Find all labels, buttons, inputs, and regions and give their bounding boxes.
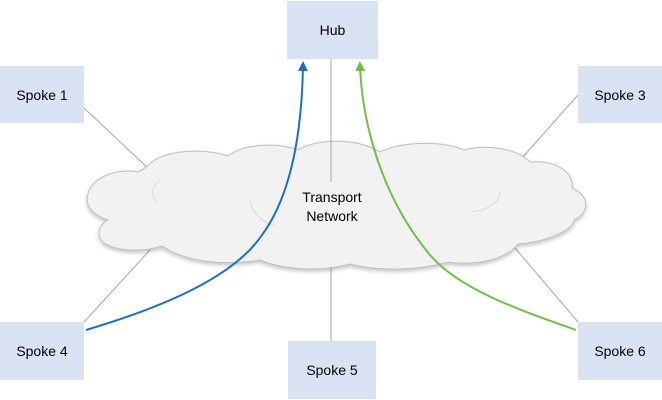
spoke-3-node: Spoke 3 <box>578 66 662 123</box>
cloud-label: Transport Network <box>282 188 382 226</box>
cloud-label-line2: Network <box>306 208 358 224</box>
link-spoke6 <box>514 247 579 323</box>
spoke-5-node: Spoke 5 <box>288 341 376 399</box>
cloud-label-line1: Transport <box>302 189 362 205</box>
transport-network-cloud <box>86 140 587 270</box>
spoke-1-label: Spoke 1 <box>16 86 68 103</box>
spoke-4-label: Spoke 4 <box>16 343 68 359</box>
spoke-3-label: Spoke 3 <box>594 86 646 103</box>
hub-node: Hub <box>287 1 378 59</box>
spoke-6-label: Spoke 6 <box>594 343 646 359</box>
link-spoke4 <box>83 249 151 323</box>
spoke-5-label: Spoke 5 <box>306 362 358 378</box>
spoke-1-node: Spoke 1 <box>0 66 84 123</box>
spoke-6-node: Spoke 6 <box>578 322 662 380</box>
link-spoke3 <box>521 94 579 159</box>
blue-path-spoke4-to-hub <box>85 61 308 331</box>
green-path-spoke6-to-hub <box>355 61 577 331</box>
hub-label: Hub <box>319 22 346 38</box>
link-spoke1 <box>83 107 151 171</box>
spoke-4-node: Spoke 4 <box>0 322 84 380</box>
